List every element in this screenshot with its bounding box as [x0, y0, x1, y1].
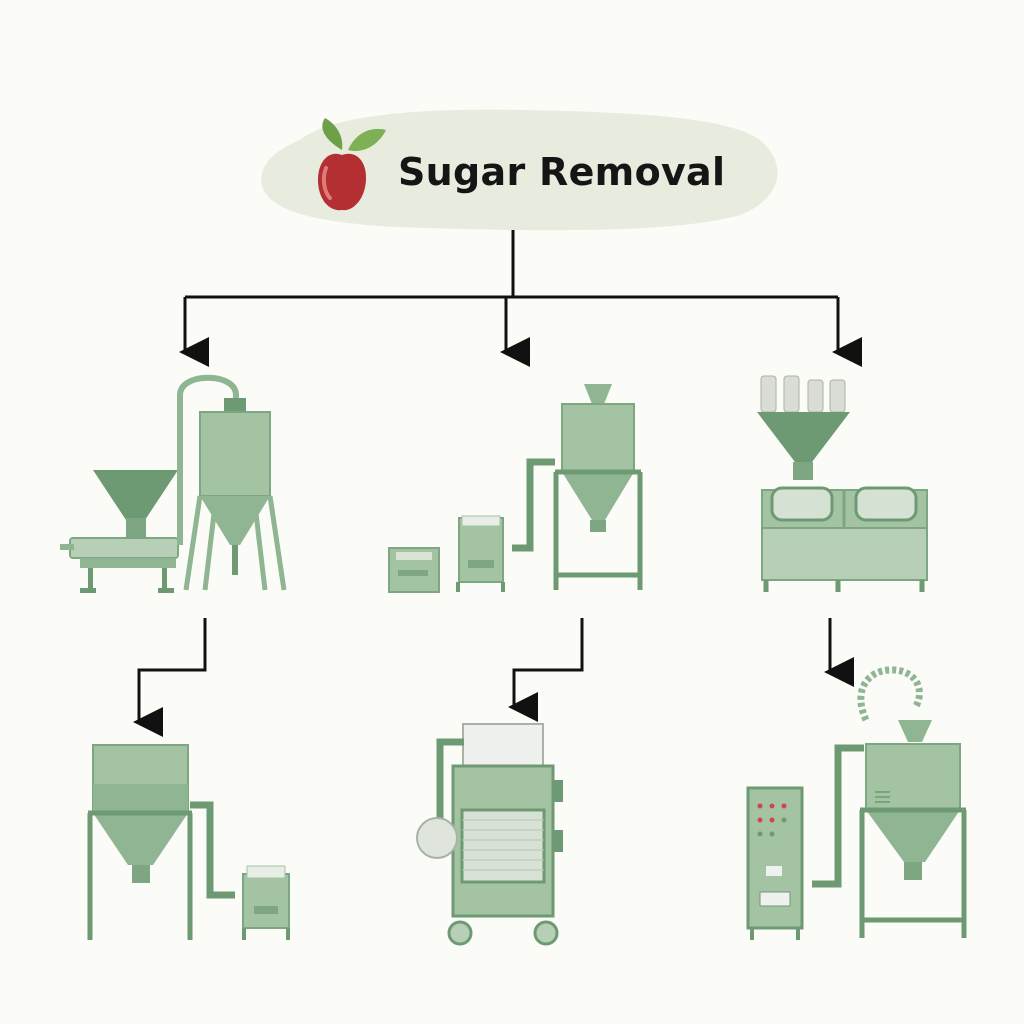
hopper-mixer-station	[388, 384, 643, 593]
conical-tank-with-scale	[87, 744, 290, 940]
arrow-to-machine-4	[133, 618, 207, 737]
connectors	[133, 230, 862, 737]
bottle-filling-tanks	[757, 375, 928, 592]
page-title: Sugar Removal	[398, 150, 726, 194]
apple-icon	[318, 118, 386, 211]
control-panel-reactor	[746, 666, 967, 940]
arrow-to-machine-5	[508, 618, 584, 722]
screw-conveyor-silo	[60, 374, 287, 593]
filter-press-cart	[416, 723, 563, 946]
title-banner	[261, 109, 778, 231]
